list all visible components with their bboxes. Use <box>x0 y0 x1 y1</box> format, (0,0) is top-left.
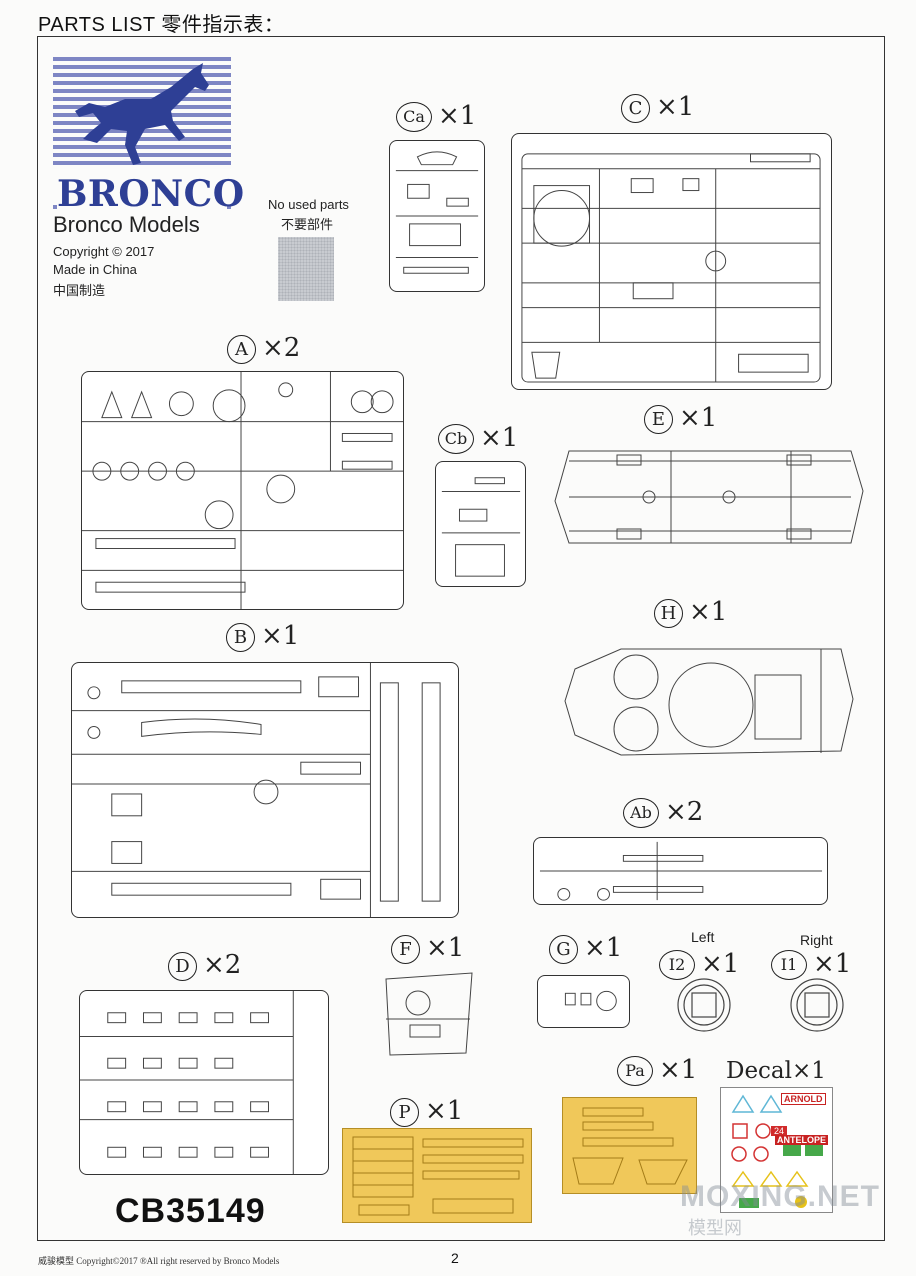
label-e: E×1 <box>644 403 717 434</box>
no-used-swatch <box>278 237 334 301</box>
label-h: H×1 <box>654 597 727 628</box>
sprue-a-drawing <box>81 371 404 610</box>
sprue-b-drawing <box>71 662 459 918</box>
part-i1-drawing <box>789 977 845 1033</box>
decal-antelope: ANTELOPE <box>775 1135 829 1145</box>
horse-icon <box>75 63 209 165</box>
label-b: B×1 <box>226 621 299 652</box>
part-f-drawing <box>380 965 478 1060</box>
copyright-text: Copyright © 2017 <box>53 244 155 259</box>
label-cb: Cb×1 <box>438 423 518 454</box>
label-decal: Decal×1 <box>726 1058 826 1084</box>
decal-sheet: ARNOLD 24 ANTELOPE <box>720 1087 833 1213</box>
label-g: G×1 <box>549 933 622 964</box>
watermark-cn: 模型网 <box>688 1218 742 1238</box>
decal-24: 24 <box>771 1126 788 1136</box>
decal-arnold: ARNOLD <box>781 1093 826 1105</box>
label-f: F×1 <box>391 933 464 964</box>
photo-etch-p <box>342 1128 532 1223</box>
label-ab: Ab×2 <box>623 797 703 828</box>
footer-copyright: 威骏模型 Copyright©2017 ®All right reserved … <box>38 1256 280 1266</box>
product-code: CB35149 <box>115 1192 266 1230</box>
brand-wordmark: BRONCO <box>57 173 245 215</box>
made-in-text: Made in China <box>53 262 137 277</box>
label-pa: Pa×1 <box>617 1055 697 1086</box>
sprue-d-drawing <box>79 990 329 1175</box>
sprue-cb-drawing <box>435 461 526 587</box>
label-c: C×1 <box>621 92 694 123</box>
sprue-g-drawing <box>537 975 630 1028</box>
page-title: PARTS LIST 零件指示表： <box>38 14 285 36</box>
label-i1: I1×1 <box>771 949 851 980</box>
no-used-label-cn: 不要部件 <box>281 217 334 232</box>
sprue-ca-drawing <box>389 140 485 292</box>
label-a: A×2 <box>227 333 300 364</box>
hull-part-h-drawing <box>561 639 856 764</box>
label-ca: Ca×1 <box>396 101 476 132</box>
no-used-label: No used parts <box>268 197 349 212</box>
hull-part-e-drawing <box>551 431 868 561</box>
sprue-c-drawing <box>511 133 832 390</box>
label-i2: I2×1 <box>659 949 739 980</box>
bronco-logo: BRONCO <box>53 55 245 215</box>
left-label: Left <box>691 929 715 945</box>
page-frame <box>37 36 885 1241</box>
page-number: 2 <box>451 1250 459 1266</box>
sprue-ab-drawing <box>533 837 828 905</box>
made-in-cn-text: 中国制造 <box>53 283 106 298</box>
watermark: MOXING.NET <box>680 1180 881 1213</box>
photo-etch-pa <box>562 1097 697 1194</box>
brand-name: Bronco Models <box>53 212 200 237</box>
right-label: Right <box>800 932 833 948</box>
label-d: D×2 <box>168 950 241 981</box>
label-p: P×1 <box>390 1096 463 1127</box>
part-i2-drawing <box>676 977 732 1033</box>
